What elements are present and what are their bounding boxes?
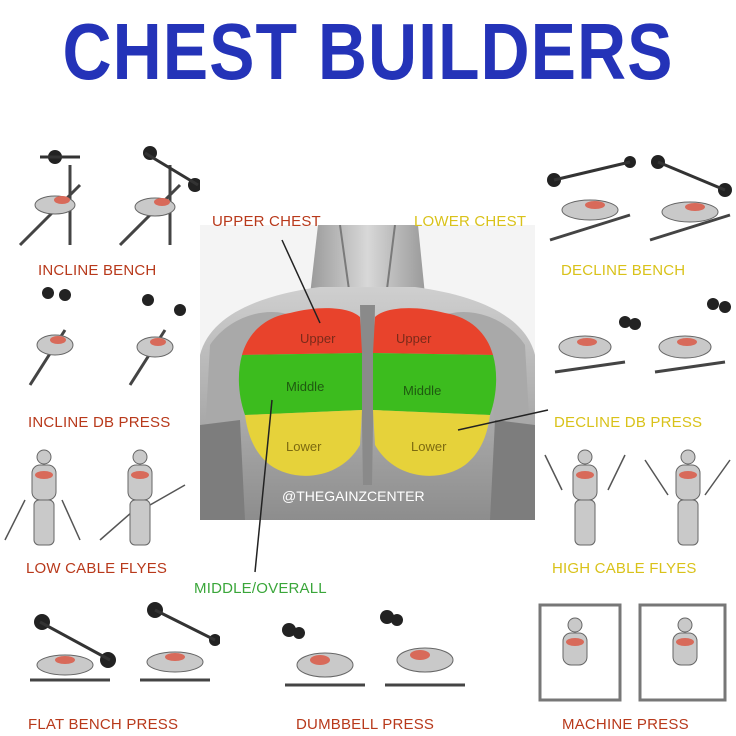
incline-bench-label[interactable]: INCLINE BENCH [38, 262, 157, 279]
high-cable-flyes-label[interactable]: HIGH CABLE FLYES [552, 560, 697, 577]
left-pec [238, 308, 362, 476]
lower-chest-label: LOWER CHEST [414, 213, 527, 230]
decline-bench-label[interactable]: DECLINE BENCH [561, 262, 686, 279]
decline-bench-figure [547, 155, 732, 242]
incline-db-press-label[interactable]: INCLINE DB PRESS [28, 414, 171, 431]
left-middle-text: Middle [286, 379, 324, 394]
flat-bench-press-label[interactable]: FLAT BENCH PRESS [28, 716, 179, 733]
upper-region [242, 308, 362, 355]
flat-bench-press-figure [30, 602, 220, 682]
decline-db-press-label[interactable]: DECLINE DB PRESS [554, 414, 703, 431]
right-middle-text: Middle [403, 383, 441, 398]
upper-region [373, 308, 493, 355]
dumbbell-press-figure [282, 610, 465, 687]
low-cable-flyes-figure [4, 449, 186, 546]
chest-anatomy-illustration: Upper Upper Middle Middle Lower Lower @T… [200, 225, 535, 520]
machine-press-label[interactable]: MACHINE PRESS [562, 716, 689, 733]
middle-overall-label: MIDDLE/OVERALL [194, 580, 327, 597]
upper-chest-label: UPPER CHEST [212, 213, 321, 230]
lower-region [373, 410, 490, 476]
middle-region [373, 353, 497, 415]
right-pec [373, 308, 497, 476]
machine-press-figure [538, 603, 727, 702]
left-lower-text: Lower [286, 439, 322, 454]
watermark: @THEGAINZCENTER [282, 488, 425, 504]
right-upper-text: Upper [396, 331, 432, 346]
page-title: CHEST BUILDERS [62, 7, 674, 97]
right-lower-text: Lower [411, 439, 447, 454]
high-cable-flyes-figure [544, 449, 731, 546]
incline-bench-figure [18, 146, 200, 247]
incline-db-press-figure [28, 287, 186, 386]
decline-db-press-figure [554, 298, 731, 374]
low-cable-flyes-label[interactable]: LOW CABLE FLYES [26, 560, 168, 577]
left-upper-text: Upper [300, 331, 336, 346]
dumbbell-press-label[interactable]: DUMBBELL PRESS [296, 716, 435, 733]
middle-region [238, 353, 362, 415]
lower-region [245, 410, 362, 476]
